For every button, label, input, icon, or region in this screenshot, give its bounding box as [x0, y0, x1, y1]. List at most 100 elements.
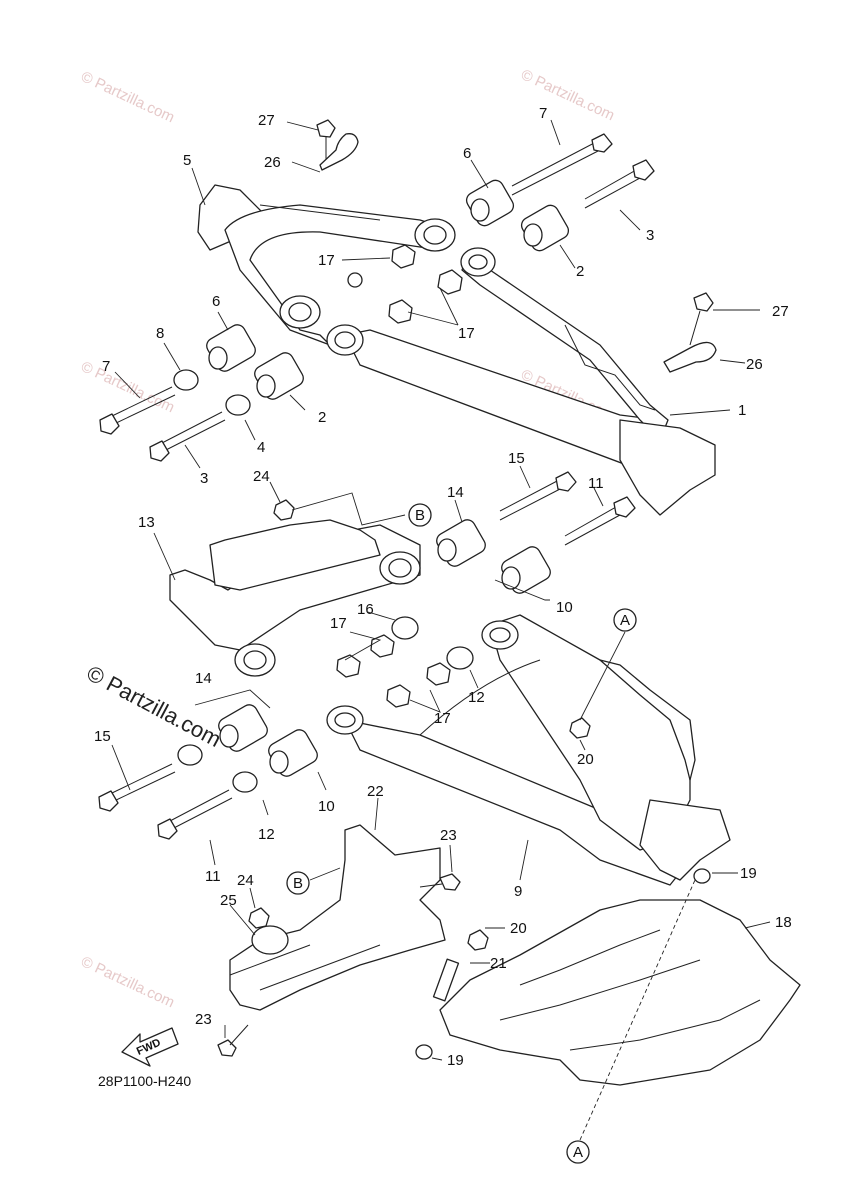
bolt-23-shank	[229, 1024, 249, 1046]
washer-16	[391, 616, 419, 640]
part-number: 24	[237, 872, 254, 889]
washer-12-lower	[232, 771, 258, 793]
part-number: 11	[205, 868, 221, 885]
bolt-7-upper-shank	[511, 140, 599, 187]
rear-guard-rib	[499, 959, 701, 1021]
part-number: 5	[183, 152, 191, 169]
fwd-arrow: FWD	[121, 1027, 179, 1067]
front-guard-22	[217, 824, 461, 1057]
pivot-collar-bore	[334, 712, 356, 728]
upper-arm-assembly	[197, 184, 716, 516]
lower-arm-gusset	[599, 659, 696, 781]
bolt-15-upper-shank	[499, 487, 563, 521]
part-number: 26	[264, 154, 281, 171]
nuts-upper	[347, 244, 463, 324]
upper-bushings	[206, 179, 570, 400]
nut-17	[370, 634, 395, 658]
bolt-15-upper-shank	[499, 479, 560, 512]
pivot-collar-bore	[423, 225, 447, 245]
watermark: © Partzilla.com	[78, 68, 177, 126]
bolt-7-upper-shank	[511, 149, 601, 196]
lower-arm-top-plate	[209, 519, 381, 591]
part-number: 17	[458, 325, 475, 342]
part-number: 26	[746, 356, 763, 373]
rear-guard-rib	[569, 999, 761, 1051]
rear-guard-body	[439, 899, 801, 1086]
bolt-7-lower-head	[99, 413, 120, 435]
collar-21	[432, 958, 460, 1002]
pivot-collar-bore	[468, 254, 488, 270]
bushing-end	[501, 566, 521, 590]
washer-12-upper	[446, 646, 474, 670]
front-guard-rib	[229, 944, 311, 976]
bolt-7-lower-shank	[111, 394, 176, 426]
part-number: 23	[440, 827, 457, 844]
part-number: 3	[646, 227, 654, 244]
part-number: 17	[330, 615, 347, 632]
leader-lines	[111, 119, 771, 1141]
hose-clip-26	[663, 341, 717, 373]
bolt-23	[217, 1039, 237, 1057]
part-number: 15	[94, 728, 111, 745]
nut-17	[426, 662, 451, 686]
watermark: © Partzilla.com	[518, 66, 617, 124]
bolt-11-upper-head	[613, 496, 636, 518]
callout-label: A	[573, 1144, 583, 1161]
nut-17	[437, 269, 463, 295]
nut-20-lower	[467, 929, 489, 951]
part-number: 14	[195, 670, 212, 687]
bushing-end	[219, 724, 239, 748]
front-guard-body	[229, 824, 446, 1011]
callout-b-lower	[286, 871, 310, 895]
nut-20	[569, 717, 591, 739]
bushing-6-upper	[465, 179, 515, 227]
part-number: 17	[434, 710, 451, 727]
bushing-end	[437, 538, 457, 562]
bolt-3-lower-shank	[161, 411, 223, 444]
nut-17	[386, 684, 411, 708]
arm-bracket-rear	[619, 419, 716, 516]
part-number: 23	[195, 1011, 212, 1028]
bolt-27-head	[693, 292, 714, 312]
part-number-labels: 27 26 5 6 7 3 2 17 17 27 26 1 6 8 7 4 2 …	[94, 105, 792, 1069]
part-number: 17	[318, 252, 335, 269]
hose-bracket-line	[564, 324, 656, 411]
lower-arm-inner-line	[419, 659, 541, 736]
part-number: 21	[490, 955, 507, 972]
nut-17	[391, 244, 416, 269]
hose-clips	[316, 119, 717, 373]
reference-callouts: B A B A	[286, 503, 637, 1164]
part-number: 1	[738, 402, 746, 419]
diagram-code: 28P1100-H240	[98, 1073, 191, 1089]
part-number: 2	[318, 409, 326, 426]
pivot-collar-bore	[489, 627, 511, 643]
part-number: 8	[156, 325, 164, 342]
part-number: 20	[577, 751, 594, 768]
bushing-end	[256, 374, 276, 398]
bolt-11-lower-shank	[169, 797, 233, 831]
callout-label: B	[293, 875, 303, 892]
part-number: 12	[258, 826, 275, 843]
pivot-collar-bore	[334, 331, 356, 349]
bolt-23	[439, 873, 461, 891]
part-number: 9	[514, 883, 522, 900]
nut-24-lower	[248, 907, 270, 929]
bolt-11-upper-shank	[564, 514, 621, 546]
part-number: 18	[775, 914, 792, 931]
bolt-27-head	[316, 119, 336, 138]
part-number: 27	[772, 303, 789, 320]
bushing-end	[269, 750, 289, 774]
bolt-7-upper-head	[591, 133, 613, 153]
part-number: 10	[556, 599, 573, 616]
bolts-upper	[99, 133, 655, 462]
collar-25	[251, 925, 289, 955]
part-number: 27	[258, 112, 275, 129]
pivot-collar-bore	[288, 302, 312, 322]
bushing-end	[470, 198, 490, 222]
washer-4	[225, 394, 251, 416]
bolt-3-upper-head	[632, 159, 655, 181]
part-number: 4	[257, 439, 265, 456]
lower-arm-rear-bracket	[639, 799, 731, 881]
lower-bushings	[218, 519, 551, 777]
